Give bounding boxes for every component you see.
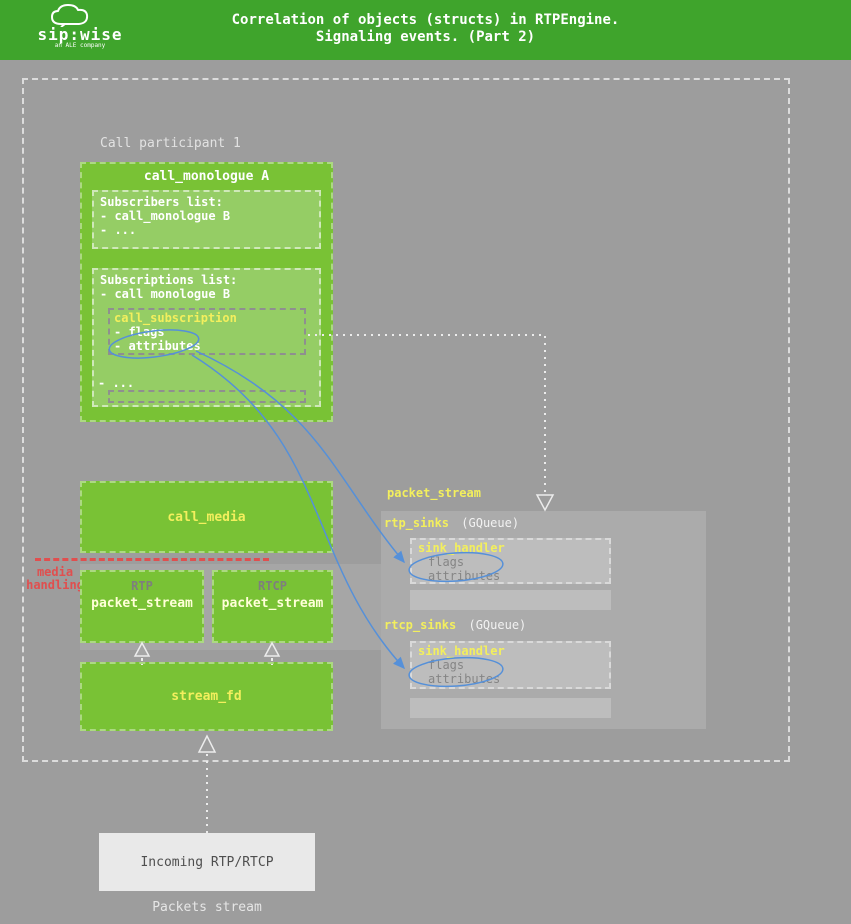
title-line-1: Correlation of objects (structs) in RTPE… [231, 12, 620, 28]
call-subscription-attributes: - attributes [114, 339, 201, 353]
rtcp-type-label: RTCP [258, 579, 287, 593]
subscribers-title: Subscribers list: [100, 195, 223, 209]
rtcp-sinks-type: (GQueue) [468, 618, 527, 632]
media-handling-separator [35, 558, 269, 561]
rtcp-sinks-empty-slot [410, 698, 611, 718]
subscription-empty-slot [108, 390, 306, 403]
subscriptions-title: Subscriptions list: [100, 273, 238, 287]
rtp-sink-handler-attributes: attributes [428, 569, 501, 583]
subscriptions-item-1: - call monologue B [100, 287, 231, 301]
stream-fd-title: stream_fd [171, 689, 242, 704]
rtcp-sink-handler-flags: flags [428, 658, 465, 672]
rtp-sink-handler-title: sink_handler [418, 541, 505, 555]
call-media-title: call_media [167, 509, 246, 525]
logo-brand-text: sip:wise [37, 25, 123, 44]
rtcp-sinks-name: rtcp_sinks [384, 618, 457, 632]
call-boundary-box [22, 78, 790, 762]
header-bar: sip:wise an ALE company Correlation of o… [0, 0, 851, 60]
packet-stream-panel-label: packet_stream [387, 486, 481, 500]
rtp-sinks-row: rtp_sinks (GQueue) [384, 516, 519, 530]
rtcp-packet-stream-box: RTCP packet_stream [212, 570, 333, 643]
subscribers-list-box: Subscribers list: - call_monologue B - .… [92, 190, 321, 249]
call-media-box: call_media [80, 481, 333, 553]
rtp-type-label: RTP [131, 579, 153, 593]
call-subscription-box: call_subscription - flags - attributes [108, 308, 306, 355]
sipwise-logo: sip:wise an ALE company [30, 3, 130, 57]
rtcp-sink-handler-attributes: attributes [428, 672, 501, 686]
call-monologue-title: call_monologue A [143, 169, 270, 184]
rtcp-sink-handler-box: sink_handler flags attributes [410, 641, 611, 689]
rtp-sink-handler-flags: flags [428, 555, 465, 569]
rtcp-packet-stream-title: packet_stream [221, 596, 324, 611]
packet-stream-panel: rtp_sinks (GQueue) sink_handler flags at… [381, 511, 706, 729]
rtp-packet-stream-title: packet_stream [91, 596, 193, 611]
call-monologue-box: call_monologue A Subscribers list: - cal… [80, 162, 333, 422]
rtp-sinks-type: (GQueue) [461, 516, 520, 530]
title-line-2: Signaling events. (Part 2) [315, 29, 536, 45]
logo-cloud-icon [51, 4, 89, 27]
rtp-sinks-empty-slot [410, 590, 611, 610]
media-handling-label: media handling [26, 565, 84, 592]
incoming-title: Incoming RTP/RTCP [140, 854, 274, 870]
call-subscription-flags: - flags [114, 325, 165, 339]
subscribers-item-1: - call_monologue B [100, 209, 231, 223]
incoming-rtp-rtcp-box: Incoming RTP/RTCP [99, 833, 315, 891]
rtp-packet-stream-box: RTP packet_stream [80, 570, 204, 643]
subscribers-item-2: - ... [100, 223, 137, 237]
rtp-sinks-name: rtp_sinks [384, 516, 450, 530]
call-subscription-title: call_subscription [114, 311, 237, 325]
subscriptions-more: - ... [98, 376, 135, 390]
rtcp-sinks-row: rtcp_sinks (GQueue) [384, 618, 526, 632]
page-title: Correlation of objects (structs) in RTPE… [0, 12, 851, 46]
packets-stream-caption: Packets stream [152, 900, 262, 915]
rtcp-sink-handler-title: sink_handler [418, 644, 505, 658]
participant-label: Call participant 1 [100, 136, 241, 151]
stream-fd-box: stream_fd [80, 662, 333, 731]
subscriptions-list-box: Subscriptions list: - call monologue B c… [92, 268, 321, 407]
rtp-sink-handler-box: sink_handler flags attributes [410, 538, 611, 584]
logo-subtext: an ALE company [54, 42, 106, 49]
